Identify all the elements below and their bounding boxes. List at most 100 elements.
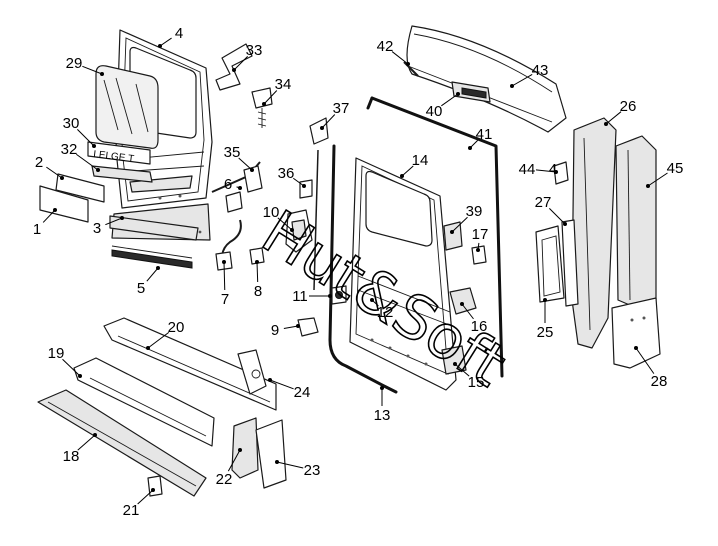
- bracket-23: [255, 419, 287, 489]
- hinge-15: [441, 345, 467, 375]
- leader-line-15: [454, 363, 470, 377]
- callout-41: 41: [476, 126, 493, 143]
- callout-43: 43: [532, 62, 549, 79]
- leader-dot-33: [232, 68, 236, 72]
- leader-dot-12: [370, 298, 374, 302]
- leader-dot-36: [302, 184, 306, 188]
- leader-line-20: [147, 331, 170, 349]
- leader-dot-6: [238, 186, 242, 190]
- callout-1: 1: [33, 221, 41, 238]
- leader-dot-28: [634, 346, 638, 350]
- leader-dot-40: [456, 92, 460, 96]
- leader-line-32: [75, 153, 99, 171]
- callout-9: 9: [271, 322, 279, 339]
- leader-line-26: [605, 111, 622, 125]
- callout-17: 17: [472, 226, 489, 243]
- pillar-45: [615, 135, 657, 307]
- leader-lines: [42, 37, 668, 505]
- callout-25: 25: [537, 324, 554, 341]
- leader-dot-24: [268, 378, 272, 382]
- leader-dot-5: [156, 266, 160, 270]
- pillar-26: [571, 117, 617, 349]
- callout-4: 4: [175, 25, 183, 42]
- callout-14: 14: [412, 152, 429, 169]
- leader-dot-10: [290, 228, 294, 232]
- callout-5: 5: [137, 280, 145, 297]
- leader-line-10: [277, 217, 293, 231]
- leader-line-1: [42, 209, 56, 223]
- callout-29: 29: [66, 55, 83, 72]
- leader-line-42: [391, 51, 409, 65]
- callout-42: 42: [377, 38, 394, 55]
- plate-text: LELGE T: [93, 149, 135, 165]
- leader-dot-1: [53, 208, 57, 212]
- leader-dot-13: [380, 386, 384, 390]
- callout-11: 11: [292, 288, 308, 305]
- callout-12: 12: [377, 304, 394, 321]
- leader-dot-42: [406, 62, 410, 66]
- leader-line-28: [635, 347, 655, 374]
- leader-dot-15: [453, 362, 457, 366]
- callout-3: 3: [93, 220, 101, 237]
- callout-28: 28: [651, 373, 668, 390]
- leader-dot-21: [151, 488, 155, 492]
- callout-37: 37: [333, 100, 350, 117]
- callout-34: 34: [275, 76, 292, 93]
- bracket-37: [309, 117, 329, 145]
- callout-15: 15: [468, 374, 485, 391]
- leader-line-3: [105, 217, 123, 226]
- leader-dot-18: [93, 433, 97, 437]
- leader-line-40: [441, 93, 459, 107]
- rail-19: [73, 357, 215, 447]
- callout-44: 44: [519, 161, 536, 178]
- leader-line-2: [46, 166, 63, 179]
- leader-dot-35: [250, 168, 254, 172]
- leader-line-5: [146, 267, 159, 282]
- callout-30: 30: [63, 115, 80, 132]
- leader-dot-23: [275, 460, 279, 464]
- leader-dot-7: [222, 260, 226, 264]
- leader-dot-16: [460, 302, 464, 306]
- number-plate-30: LELGE T: [87, 141, 151, 165]
- leader-line-35: [238, 157, 253, 171]
- leader-dot-14: [400, 174, 404, 178]
- leader-line-36: [293, 177, 305, 187]
- bracket-34: [251, 87, 273, 109]
- hinge-16: [449, 287, 477, 315]
- clip-9: [297, 317, 319, 337]
- leader-line-33: [233, 56, 248, 71]
- leader-line-27: [549, 208, 566, 225]
- callout-22: 22: [216, 471, 233, 488]
- callout-27: 27: [535, 194, 552, 211]
- callout-36: 36: [278, 165, 295, 182]
- clip-17: [471, 245, 487, 265]
- leader-line-22: [227, 449, 241, 472]
- leader-line-44: [535, 169, 557, 173]
- leader-line-30: [77, 129, 95, 147]
- leader-line-8: [256, 261, 259, 283]
- bracket-22: [231, 417, 259, 479]
- leader-dot-45: [646, 184, 650, 188]
- right-door-panel: [349, 157, 457, 391]
- leader-dot-4: [158, 44, 162, 48]
- callout-33: 33: [246, 42, 263, 59]
- window-glass-29: [95, 65, 159, 149]
- leader-dot-34: [262, 102, 266, 106]
- leader-line-14: [401, 165, 414, 177]
- callout-21: 21: [123, 502, 140, 519]
- leader-dot-41: [468, 146, 472, 150]
- leader-dot-3: [120, 216, 124, 220]
- clip-44: [553, 161, 569, 185]
- seal-strip-5: [111, 249, 193, 269]
- leader-dot-39: [450, 230, 454, 234]
- leader-dot-30: [92, 144, 96, 148]
- leader-line-34: [263, 90, 278, 105]
- step-18: [37, 389, 207, 497]
- leader-dot-19: [78, 374, 82, 378]
- leader-dot-26: [604, 122, 608, 126]
- leader-dot-29: [100, 72, 104, 76]
- callout-35: 35: [224, 144, 241, 161]
- leader-dot-8: [255, 260, 259, 264]
- leader-line-23: [276, 461, 304, 469]
